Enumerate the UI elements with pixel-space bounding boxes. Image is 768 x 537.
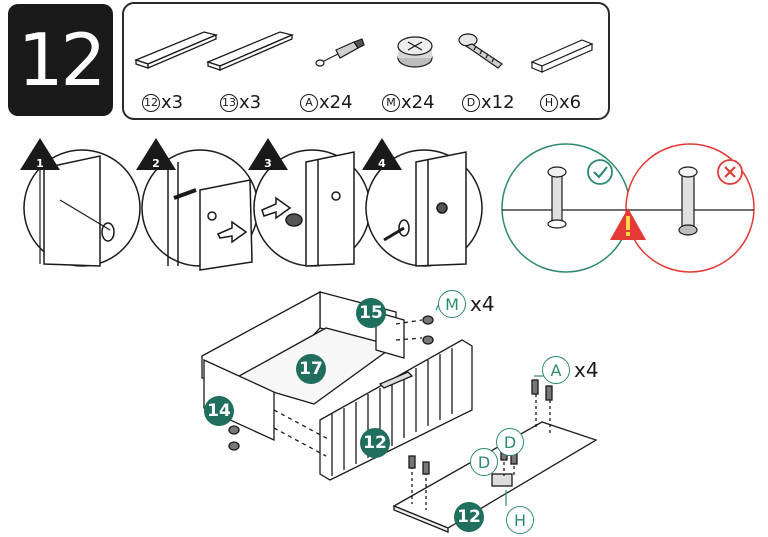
cross-icon xyxy=(717,159,743,185)
part-number-12-front: 12 xyxy=(360,428,390,458)
warning-icon xyxy=(610,208,646,240)
substep-4-marker xyxy=(362,138,402,170)
substep-3-number: 3 xyxy=(264,157,272,170)
substep-2-illustration xyxy=(141,149,259,271)
handle-icon xyxy=(530,39,594,73)
cam-bolt-icon xyxy=(315,38,365,67)
cam-lock-icon xyxy=(397,36,433,68)
wood-screw-icon xyxy=(458,33,503,69)
part-number-15: 15 xyxy=(356,298,386,328)
step-number-badge: 12 xyxy=(8,4,113,116)
substep-3-illustration xyxy=(253,149,371,267)
substep-1-illustration xyxy=(23,149,141,267)
parts-illustrations xyxy=(134,31,594,73)
handle-part-h xyxy=(491,473,513,487)
bottom-panel-detail xyxy=(392,388,598,533)
substep-2-marker xyxy=(136,138,176,170)
step-number: 12 xyxy=(17,18,107,102)
panel-board-icon xyxy=(134,31,219,69)
substep-4-illustration xyxy=(365,149,483,267)
part-number-12-bottom: 12 xyxy=(454,502,484,532)
part-number-14: 14 xyxy=(204,396,234,426)
panel-board-icon xyxy=(206,31,295,71)
correct-install-illustration xyxy=(501,143,631,273)
substep-illustrations xyxy=(20,138,755,273)
hardware-qty-a: x4 xyxy=(574,358,599,382)
hardware-callout-d-upper: D xyxy=(496,428,524,456)
part-number-17: 17 xyxy=(296,354,326,384)
hardware-qty-m: x4 xyxy=(470,292,495,316)
substep-4-number: 4 xyxy=(378,157,386,170)
hardware-callout-a: A xyxy=(542,356,570,384)
substep-3-marker xyxy=(248,138,288,170)
check-icon xyxy=(587,159,613,185)
substep-1-marker xyxy=(20,138,60,170)
drawer-assembly-diagram xyxy=(201,290,598,533)
drawer-side-panel xyxy=(203,358,275,442)
hardware-callout-m: M xyxy=(438,290,466,318)
substep-1-number: 1 xyxy=(36,157,44,170)
hardware-callout-h: H xyxy=(506,506,534,534)
hardware-callout-d-lower: D xyxy=(470,448,498,476)
substep-2-number: 2 xyxy=(152,157,160,170)
